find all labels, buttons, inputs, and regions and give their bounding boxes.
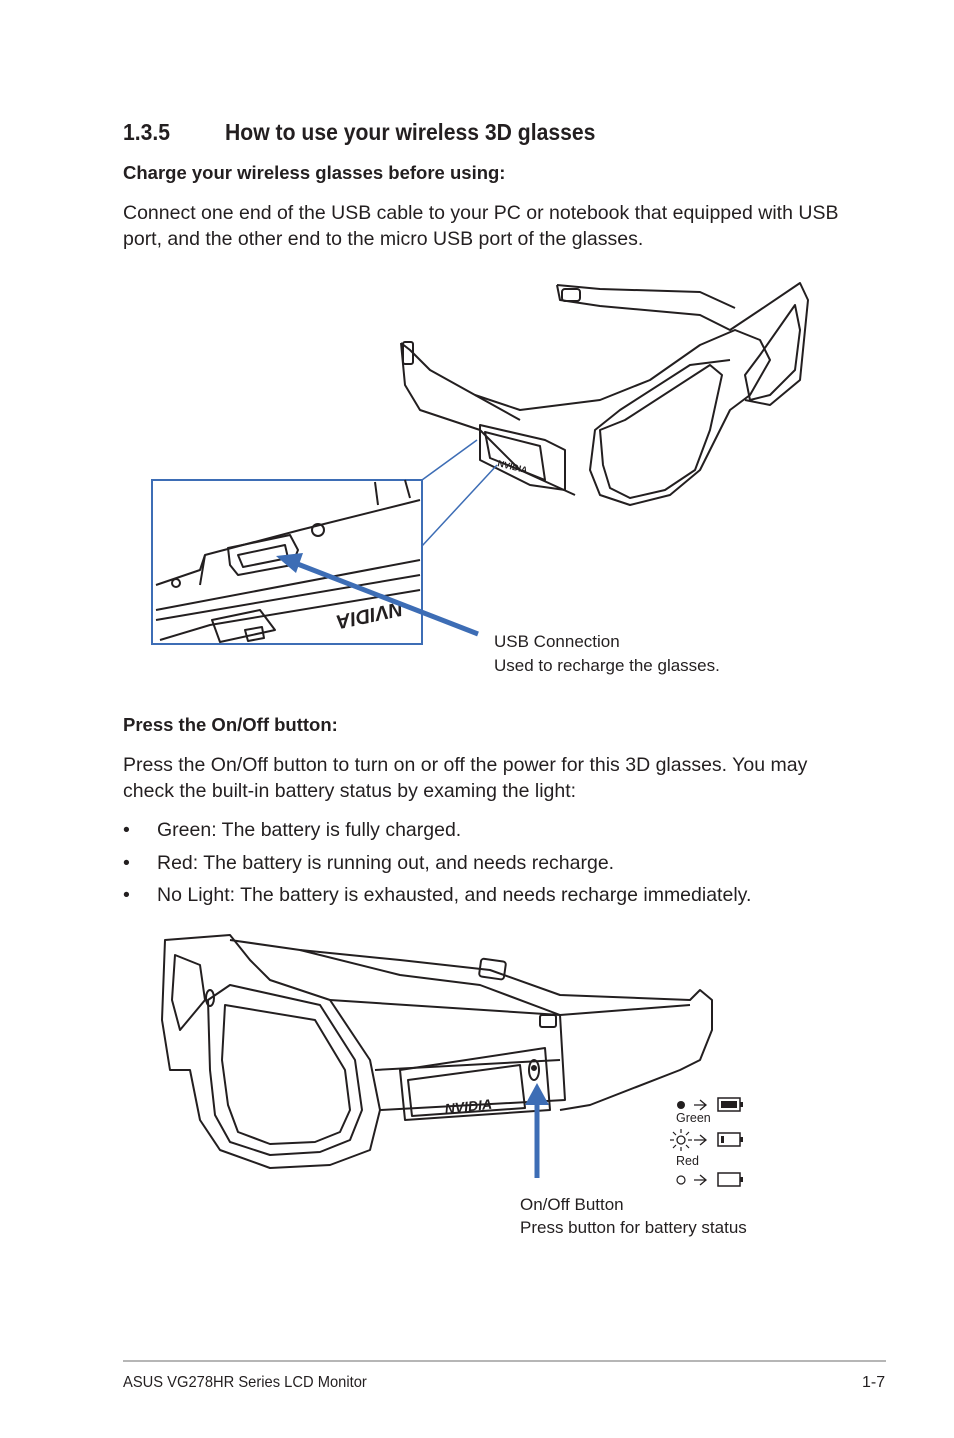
section-number: 1.3.5 xyxy=(123,119,171,145)
usb-caption-description: Used to recharge the glasses. xyxy=(494,656,720,675)
legend-red-label: Red xyxy=(676,1154,699,1168)
onoff-caption-description: Press button for battery status xyxy=(520,1218,747,1237)
bullet-dot: • xyxy=(123,819,130,841)
figure2-logo: NVIDIA xyxy=(444,1096,493,1117)
bullet-dot: • xyxy=(123,852,130,874)
power-paragraph: Press the On/Off button to turn on or of… xyxy=(123,754,808,802)
bullet-dot: • xyxy=(123,884,130,906)
section-title: How to use your wireless 3D glasses xyxy=(225,119,596,145)
glasses-onoff-illustration: NVIDIA xyxy=(161,934,743,1187)
figure1-logo: NVIDIA xyxy=(497,458,530,475)
usb-caption-title: USB Connection xyxy=(494,632,620,651)
charge-heading: Charge your wireless glasses before usin… xyxy=(123,162,506,183)
power-heading: Press the On/Off button: xyxy=(123,714,338,735)
charge-paragraph: Connect one end of the USB cable to your… xyxy=(123,202,839,250)
footer-page-number: 1-7 xyxy=(862,1374,886,1391)
legend-green-label: Green xyxy=(676,1111,711,1125)
onoff-caption-title: On/Off Button xyxy=(520,1195,624,1214)
footer-product-name: ASUS VG278HR Series LCD Monitor xyxy=(123,1374,367,1391)
battery-legend xyxy=(670,1097,743,1187)
glasses-usb-illustration: NVIDIA NVIDIA xyxy=(151,282,809,645)
footer-divider xyxy=(123,1360,886,1362)
